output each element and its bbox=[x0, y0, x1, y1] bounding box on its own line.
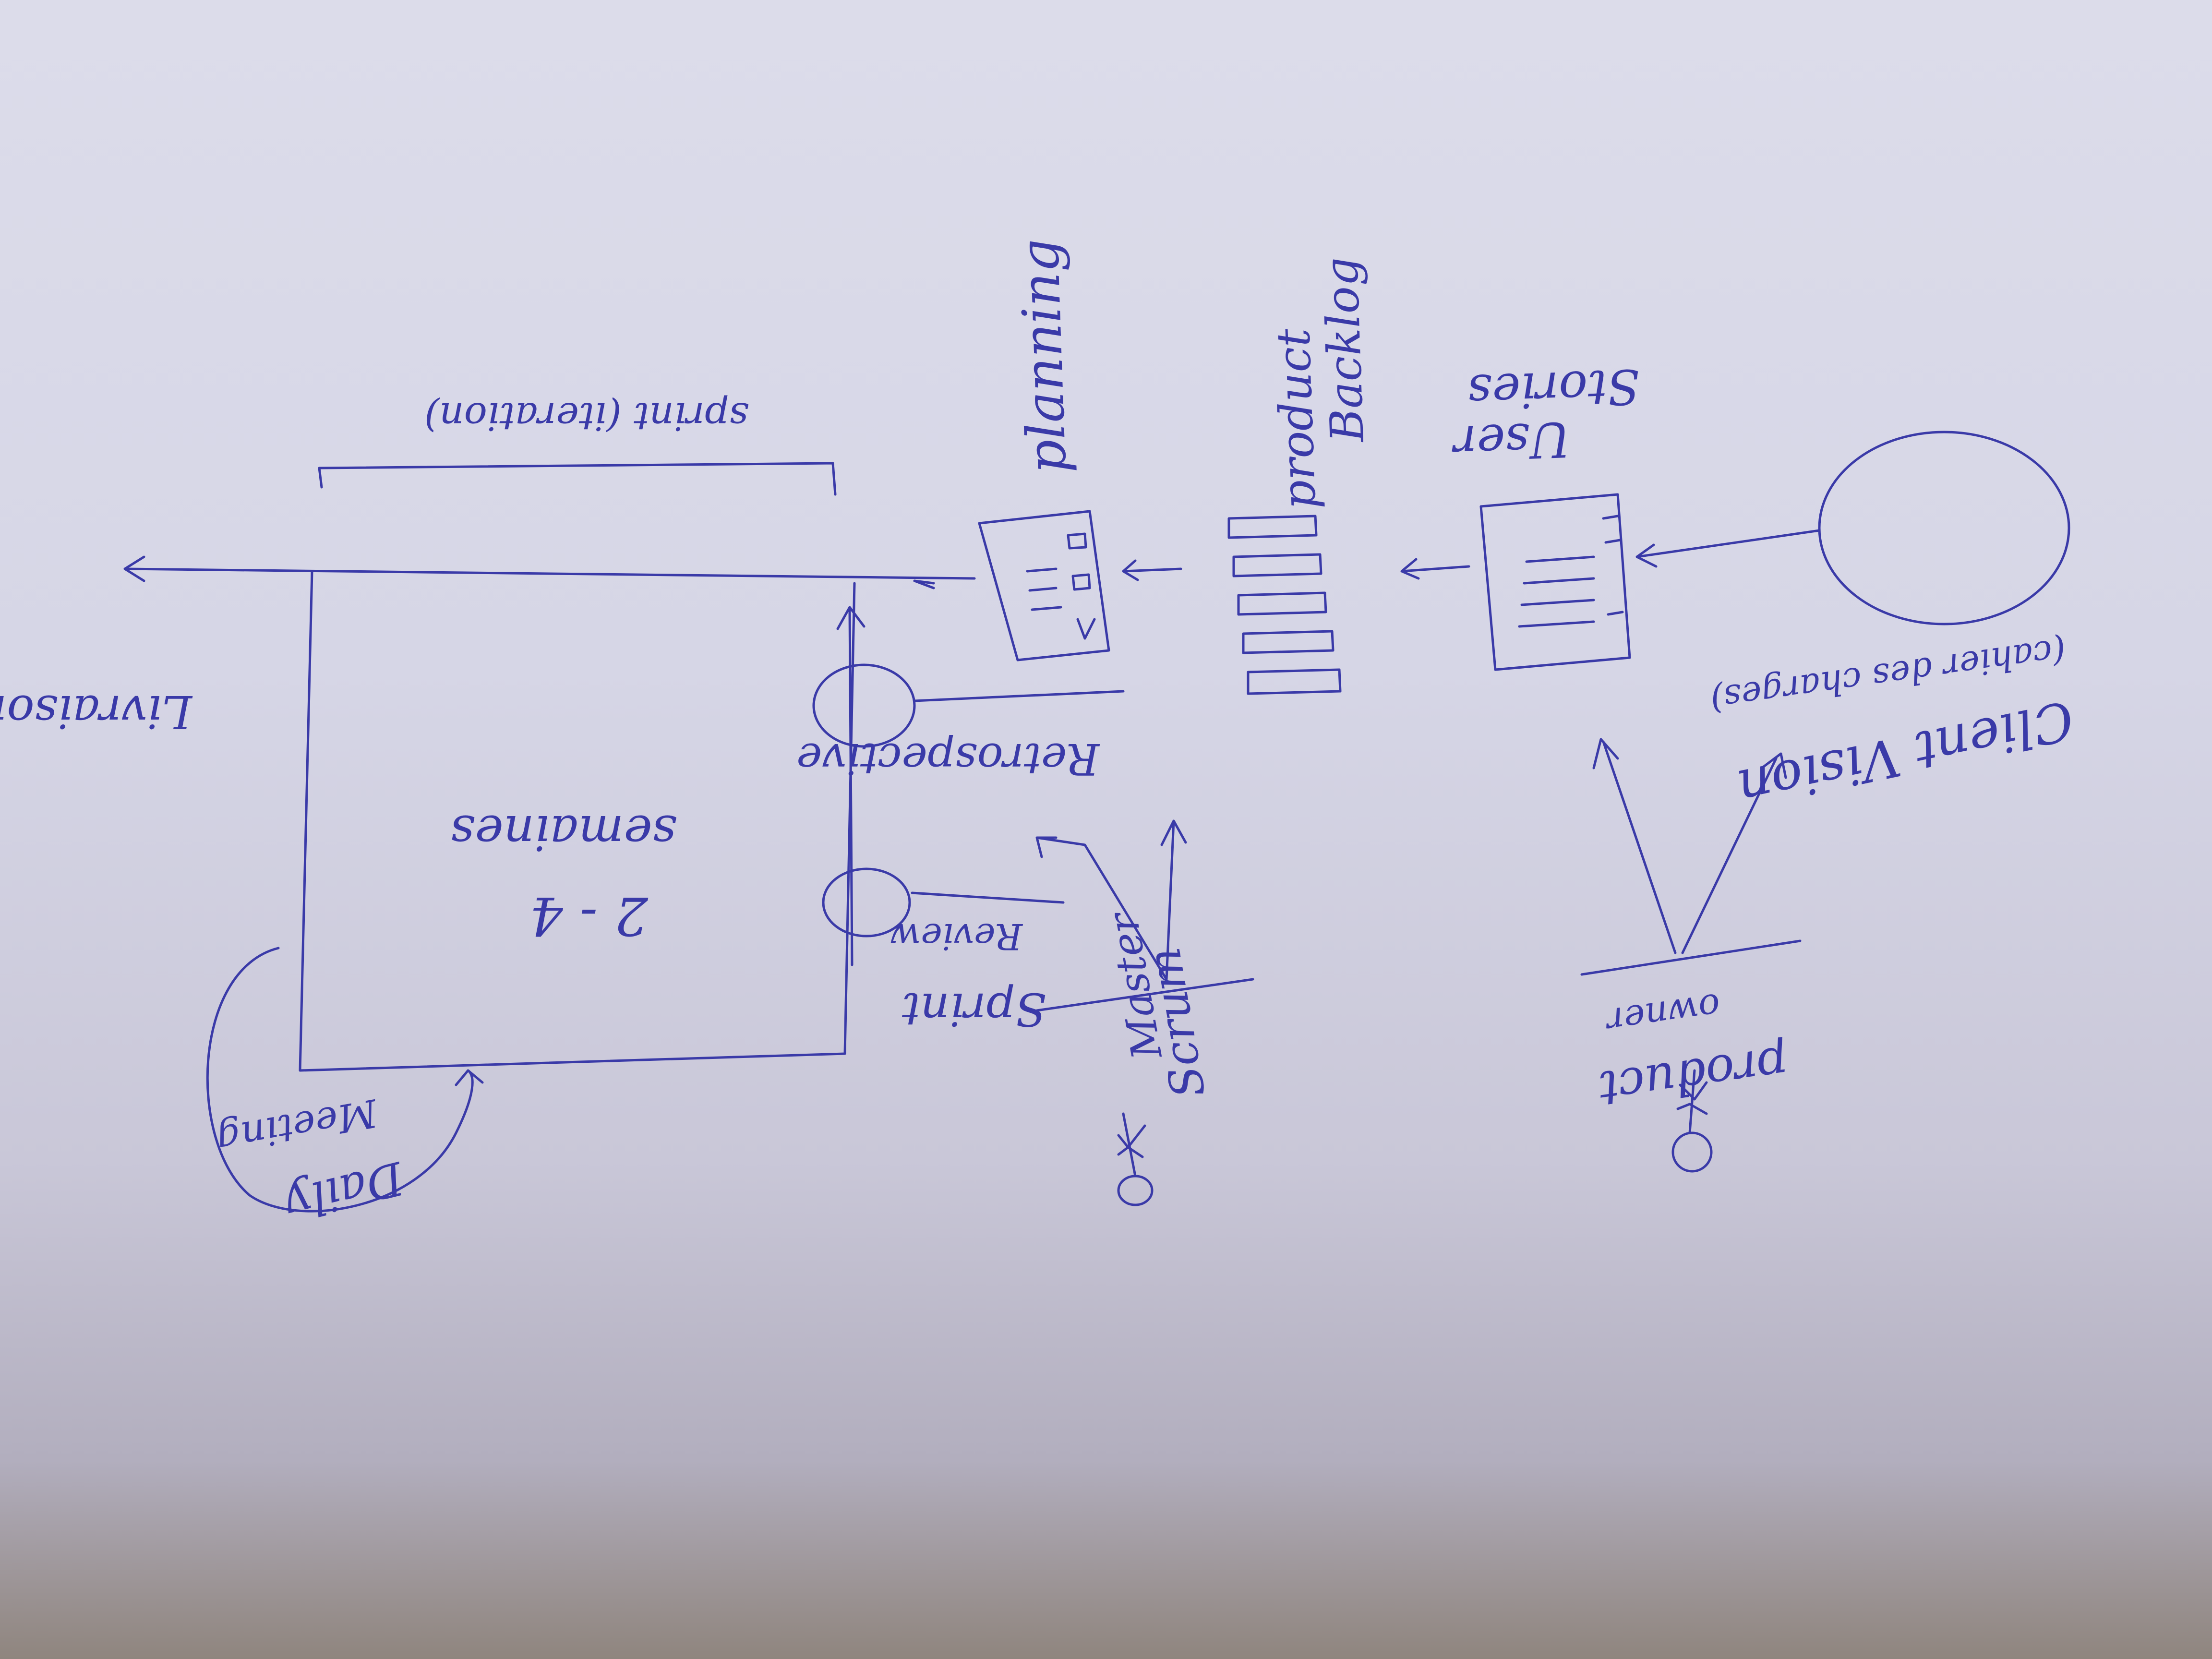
client-to-stories-arrow bbox=[1635, 529, 1821, 568]
label-sprint-review-1: Sprint bbox=[902, 983, 1046, 1035]
sprint-bracket bbox=[318, 462, 837, 496]
sprint-vertical-line bbox=[836, 606, 866, 966]
planning-doc bbox=[978, 510, 1110, 661]
daily-meeting-loop bbox=[206, 947, 484, 1213]
review-tick bbox=[911, 891, 1065, 904]
retrospective-tick bbox=[913, 690, 1125, 702]
planning-entry-arrow bbox=[913, 579, 935, 589]
user-stories-doc bbox=[1479, 493, 1631, 671]
review-circle bbox=[822, 867, 911, 938]
label-duration-2: semaines bbox=[450, 805, 677, 861]
label-product-backlog-1: product bbox=[1267, 327, 1326, 510]
label-product-owner-1: product bbox=[1595, 1035, 1792, 1117]
product-backlog-stack bbox=[1227, 515, 1342, 695]
product-owner-body bbox=[1676, 1069, 1708, 1134]
sprint-box bbox=[299, 570, 856, 1072]
label-product-owner-2: owner bbox=[1602, 985, 1723, 1043]
label-retrospective: Retrospective bbox=[796, 733, 1100, 784]
label-daily-1: Daily bbox=[280, 1151, 409, 1231]
label-user-stories-2: Stories bbox=[1467, 358, 1641, 420]
label-sprint-iteration: sprint (iteration) bbox=[424, 394, 749, 439]
backlog-to-planning-arrow bbox=[1122, 559, 1182, 581]
product-owner-arms bbox=[1592, 738, 1787, 954]
label-product-backlog-2: Backlog bbox=[1315, 256, 1374, 444]
main-flow-line bbox=[123, 555, 976, 582]
label-livraison: Livraison bbox=[0, 685, 193, 738]
stories-to-backlog-arrow bbox=[1400, 558, 1470, 580]
planning-lines bbox=[1026, 532, 1096, 640]
scrum-master-ground bbox=[1035, 978, 1254, 1012]
product-owner-ground bbox=[1580, 939, 1802, 976]
label-duration-1: 2 - 4 bbox=[529, 885, 649, 947]
label-planning: planning bbox=[1009, 238, 1078, 474]
product-owner-head bbox=[1671, 1131, 1713, 1173]
label-sprint-review-2: Review bbox=[890, 915, 1023, 958]
scrum-master-head bbox=[1117, 1175, 1154, 1206]
scrum-master-arms bbox=[1035, 819, 1187, 981]
label-daily-2: Meeting bbox=[214, 1090, 382, 1162]
label-user-stories-1: User bbox=[1451, 411, 1572, 471]
scrum-master-body bbox=[1117, 1112, 1146, 1178]
user-stories-lines bbox=[1518, 515, 1624, 628]
retrospective-circle bbox=[812, 663, 916, 748]
client-ellipse bbox=[1818, 431, 2070, 625]
